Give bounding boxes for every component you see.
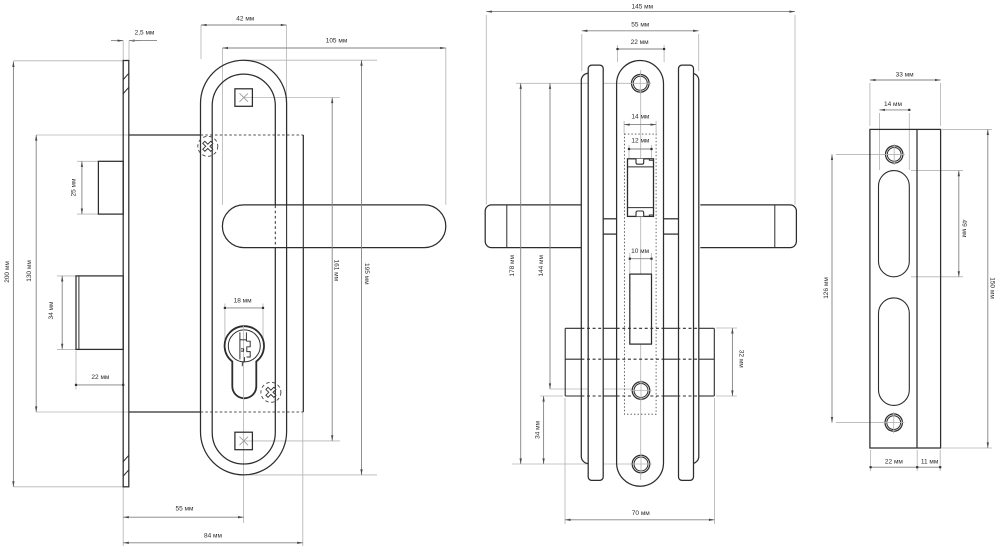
svg-text:14 мм: 14 мм [884,101,903,108]
svg-text:32 мм: 32 мм [737,350,744,369]
svg-text:14 мм: 14 мм [631,113,650,120]
svg-text:195 мм: 195 мм [363,263,370,285]
svg-text:22 мм: 22 мм [885,459,904,466]
svg-text:55 мм: 55 мм [631,21,650,28]
svg-text:178 мм: 178 мм [509,254,516,276]
svg-text:105 мм: 105 мм [326,38,348,45]
svg-text:130 мм: 130 мм [26,260,33,282]
svg-text:33 мм: 33 мм [896,71,915,78]
svg-text:34 мм: 34 мм [48,301,55,320]
svg-text:70 мм: 70 мм [632,510,651,517]
svg-text:150 мм: 150 мм [989,277,996,299]
svg-text:25 мм: 25 мм [70,178,77,197]
svg-text:22 мм: 22 мм [631,39,650,46]
svg-text:42 мм: 42 мм [236,15,255,22]
svg-text:18 мм: 18 мм [234,297,253,304]
svg-text:200 мм: 200 мм [4,261,11,283]
svg-text:22 мм: 22 мм [91,374,110,381]
svg-text:126 мм: 126 мм [823,277,830,299]
svg-text:10 мм: 10 мм [631,248,650,255]
svg-text:2,5 мм: 2,5 мм [135,30,155,37]
svg-text:49 мм: 49 мм [961,220,968,239]
svg-text:12 мм: 12 мм [631,137,650,144]
svg-text:145 мм: 145 мм [632,3,654,10]
svg-text:161 мм: 161 мм [332,260,339,282]
svg-text:144 мм: 144 мм [538,254,545,276]
svg-text:11 мм: 11 мм [921,459,939,466]
svg-text:55 мм: 55 мм [176,505,195,512]
svg-text:34 мм: 34 мм [534,420,541,439]
svg-text:84 мм: 84 мм [204,533,223,540]
